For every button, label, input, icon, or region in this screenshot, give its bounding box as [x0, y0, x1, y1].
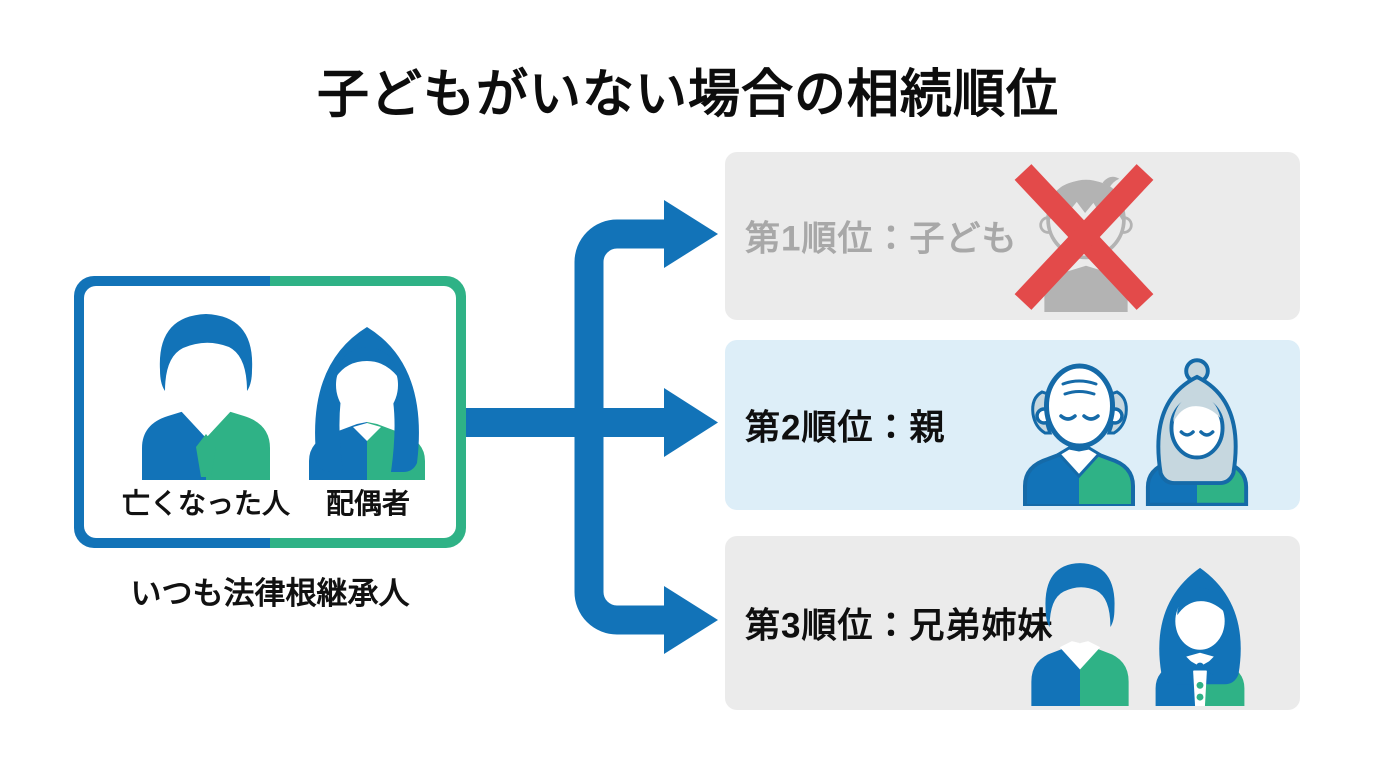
- page-title: 子どもがいない場合の相続順位: [316, 66, 1059, 124]
- priority-3-label: 第3順位：兄弟姉妹: [745, 606, 1054, 646]
- spouse-label: 配偶者: [325, 488, 411, 519]
- spouse-woman-icon: [309, 327, 425, 480]
- heirs-box: 亡くなった人 配偶者: [74, 276, 466, 548]
- grandmother-icon: [1145, 358, 1249, 506]
- priority-1-label: 第1順位：子ども: [745, 219, 1018, 259]
- heirs-box-inner: 亡くなった人 配偶者: [84, 286, 456, 538]
- red-cross-icon: [1014, 164, 1154, 310]
- family-box-caption: いつも法律根継承人: [130, 576, 410, 611]
- sister-icon: [1155, 567, 1245, 706]
- priority-row-3: 第3順位：兄弟姉妹: [725, 536, 1300, 710]
- brother-icon: [1031, 563, 1129, 706]
- deceased-label: 亡くなった人: [121, 488, 291, 519]
- priority-row-1: 第1順位：子ども: [725, 152, 1300, 320]
- deceased-man-icon: [142, 314, 270, 480]
- priority-row-2: 第2順位：親: [725, 340, 1300, 510]
- priority-2-label: 第2順位：親: [745, 408, 946, 448]
- grandfather-icon: [1023, 363, 1135, 506]
